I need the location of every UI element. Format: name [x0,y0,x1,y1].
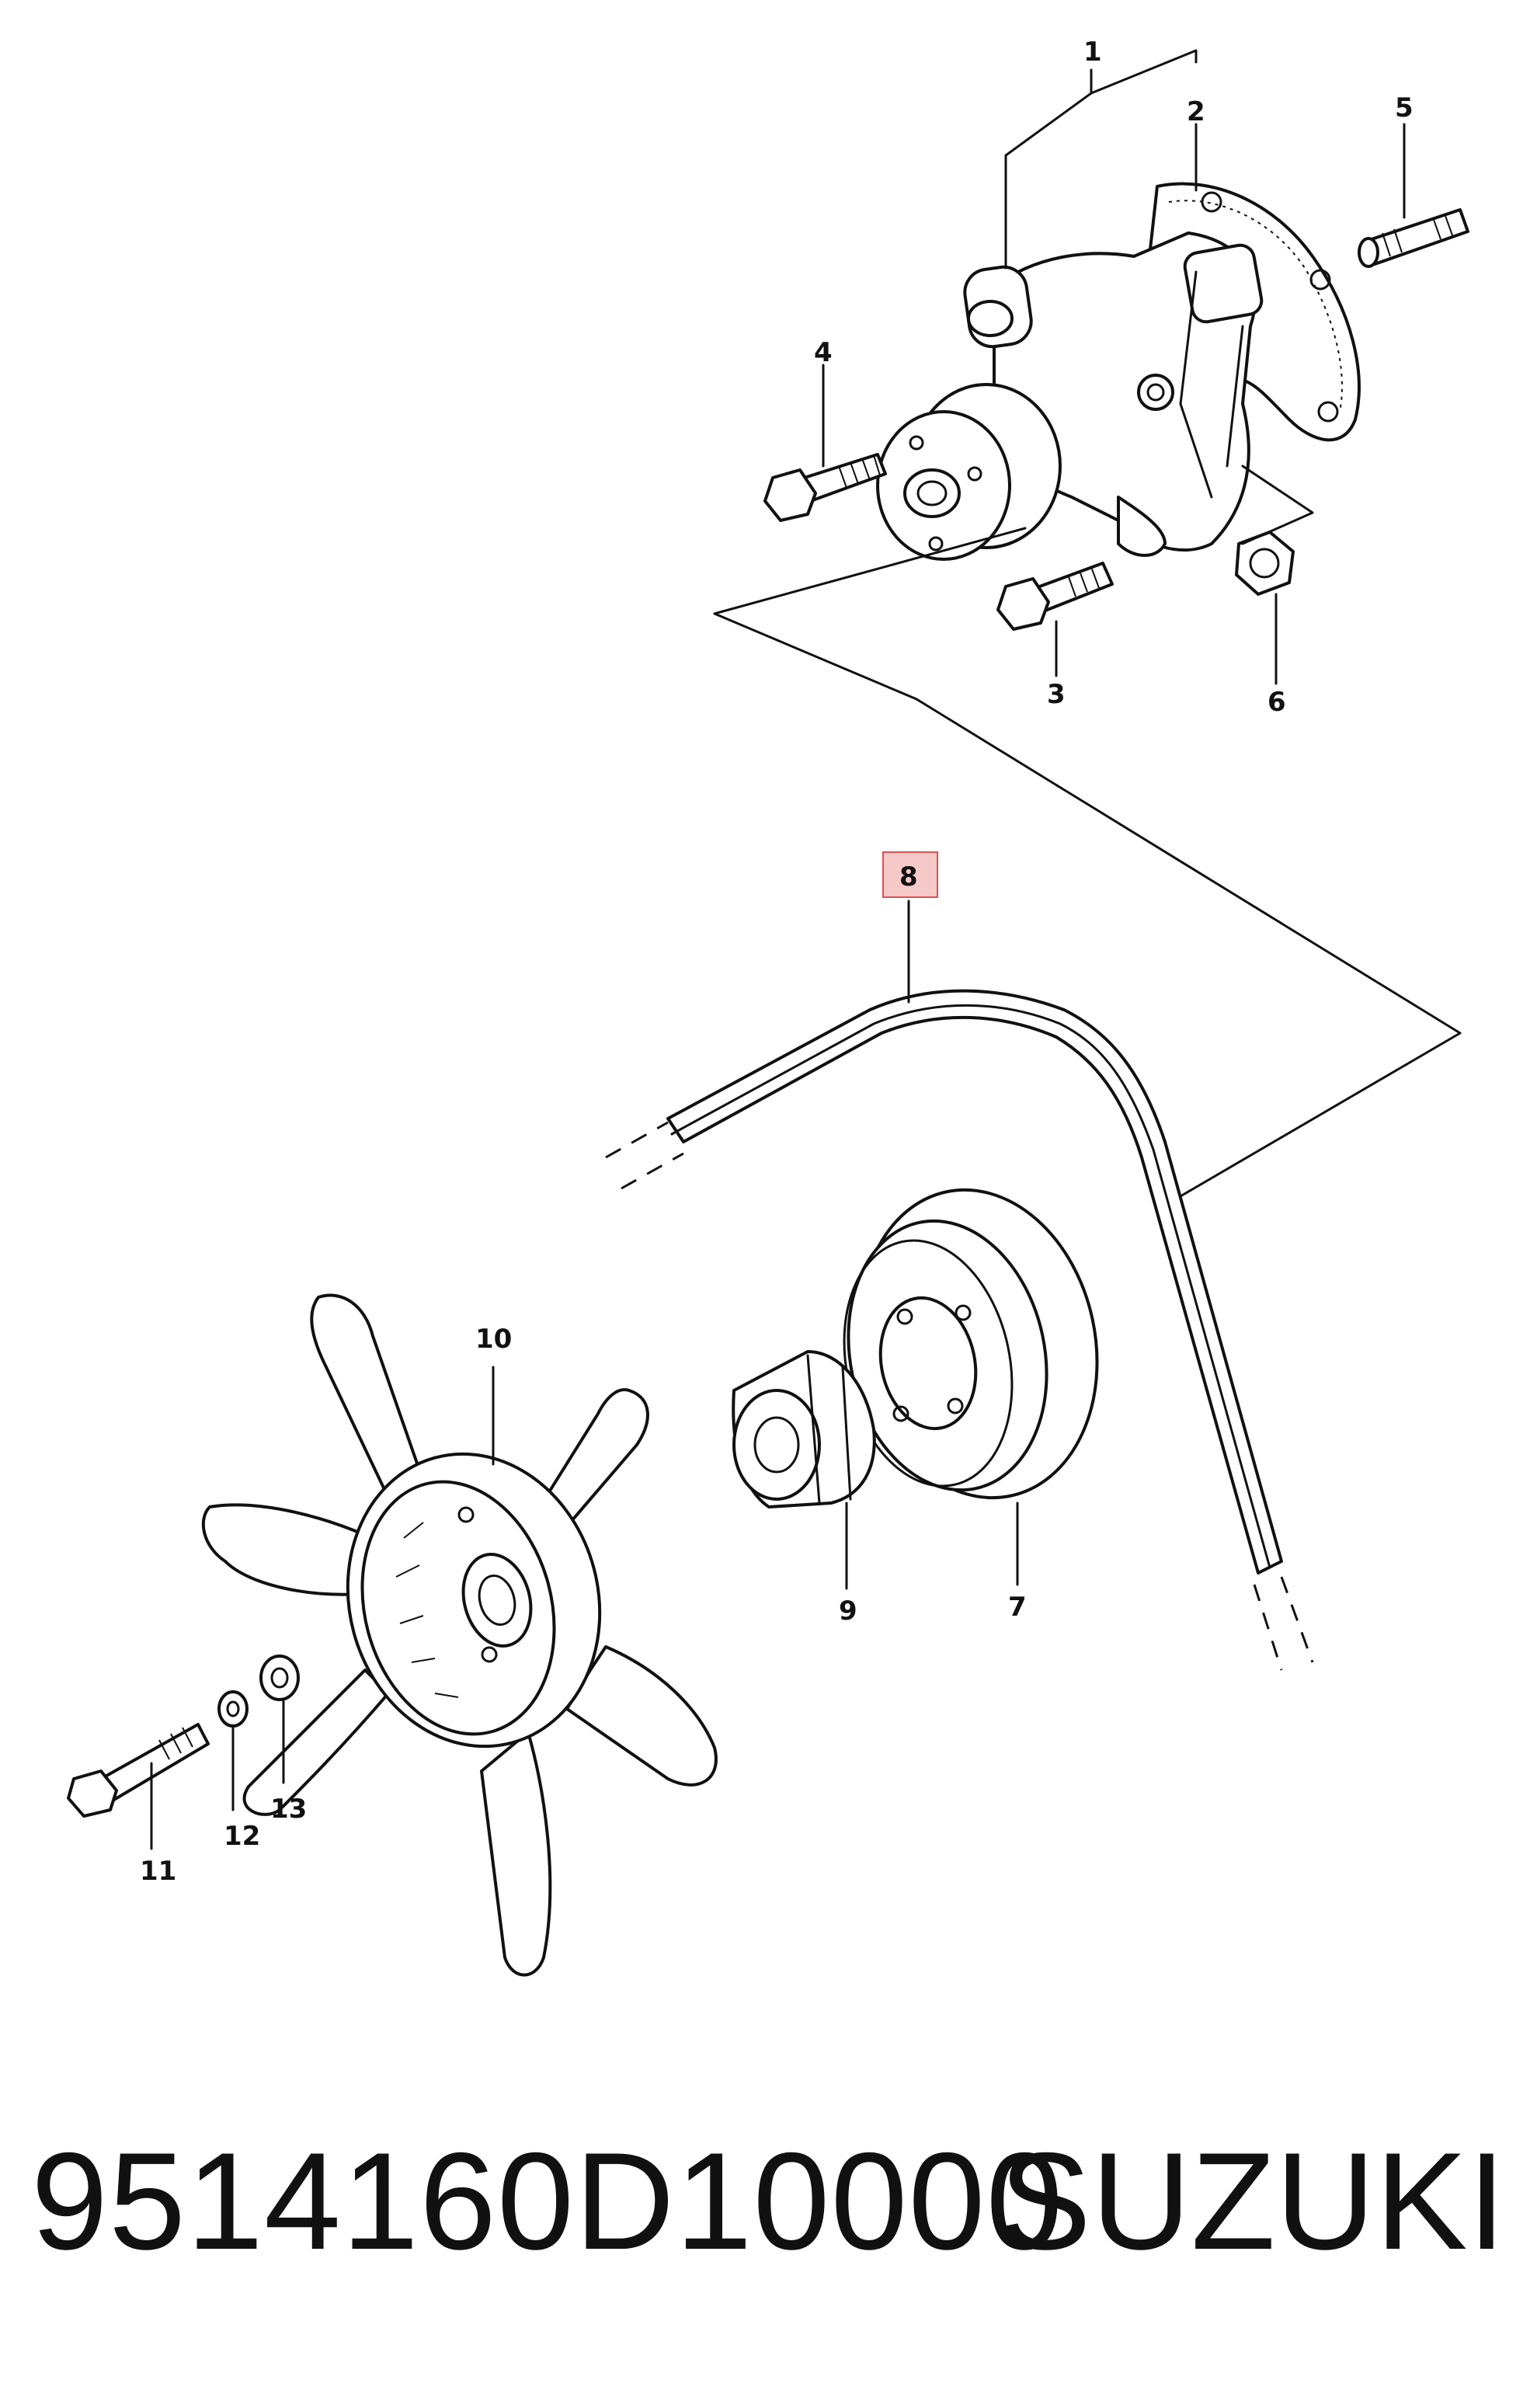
bolt-part-11 [67,1723,210,1818]
leader-lines [150,49,1406,1850]
callout-3: 3 [1047,679,1066,710]
brand-name: SUZUKI [999,2124,1506,2278]
nut-part-6 [1235,531,1295,596]
v-belt-part-8 [605,989,1314,1671]
spacer-part-9 [732,1350,876,1508]
washer-part-13 [259,1655,300,1701]
callout-1: 1 [1083,37,1102,68]
bolt-part-3 [996,562,1114,631]
water-pump-assembly [876,182,1361,561]
callout-8[interactable]: 8 [899,861,918,893]
callouts: 1 2 3 4 5 6 7 8 9 10 11 12 13 [140,37,1414,1887]
fan-part-10 [201,1293,718,1977]
highlight-box [882,851,938,898]
bolt-part-4 [763,453,887,522]
washer-part-12 [217,1690,249,1728]
callout-10: 10 [475,1324,512,1355]
callout-6: 6 [1268,687,1286,718]
part-number: 9514160D10000 [31,2124,1064,2278]
callout-9: 9 [839,1595,857,1627]
callout-12: 12 [224,1821,260,1852]
pulley-part-7 [843,1188,1099,1500]
callout-5: 5 [1395,92,1414,124]
callout-7: 7 [1008,1592,1027,1623]
callout-4: 4 [814,337,833,368]
callout-2: 2 [1187,96,1205,127]
callout-13: 13 [270,1794,307,1825]
exploded-parts-diagram: 1 2 3 4 5 6 7 8 9 10 11 12 13 [67,37,1469,1977]
callout-11: 11 [140,1856,176,1887]
stud-part-5 [1358,208,1469,268]
